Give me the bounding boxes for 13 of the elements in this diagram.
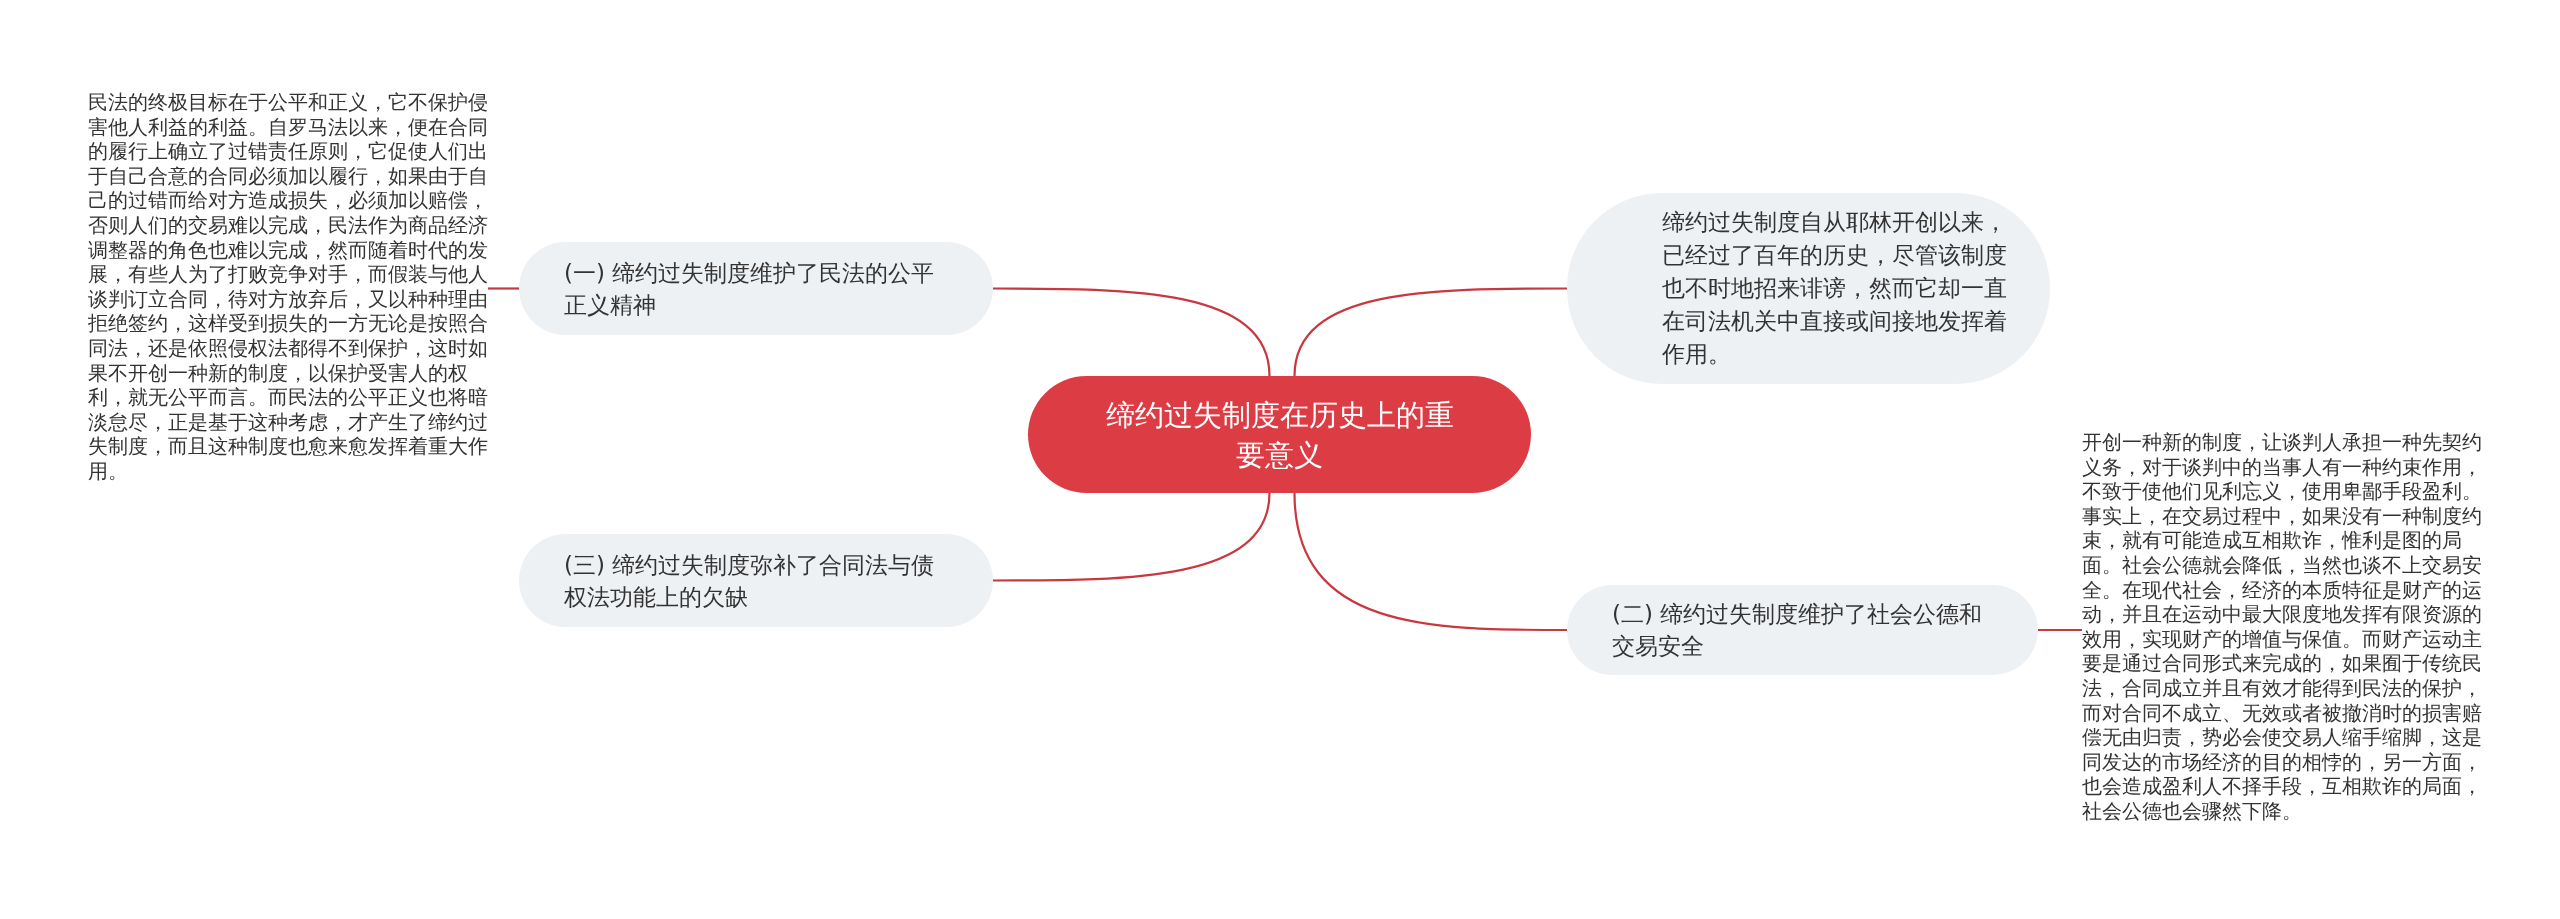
topic-pill: 缔约过失制度自从耶林开创以来，已经过了百年的历史，尽管该制度也不时地招来诽谤，然而它却一直在司法机关中直接或间接地发挥着作用。 (1567, 193, 2050, 384)
connector-line (993, 287, 1271, 377)
connector-line (1293, 492, 1567, 632)
topic-pill: (三) 缔约过失制度弥补了合同法与债权法功能上的欠缺 (519, 534, 993, 627)
central-topic: 缔约过失制度在历史上的重要意义 (1028, 376, 1531, 493)
connector-line (488, 287, 519, 290)
connector-line (993, 492, 1271, 582)
topic-pill: (一) 缔约过失制度维护了民法的公平正义精神 (519, 242, 993, 335)
note-text: 民法的终极目标在于公平和正义，它不保护侵害他人利益的利益。自罗马法以来，便在合同的履行上确立了过错责任原则，它促使人们出于自己合意的合同必须加以履行，如果由于自己的过错而给对方造成损失，必须加以赔偿，否则人们的交易难以完成，民法作为商品经济调整器的角色也难以完成，然而随着时代的发展，有些人为了打败竞争对手，而假装与他人谈判订立合同，待对方放弃后，又以种种理由拒绝签约，这样受到损失的一方无论是按照合同法，还是依照侵权法都得不到保护，这时如果不开创一种新的制度，以保护受害人的权利，就无公平而言。而民法的公平正义也将暗淡怠尽，正是基于这种考虑，才产生了缔约过失制度，而且这种制度也愈来愈发挥着重大作用。 (88, 90, 488, 490)
connector-line (2038, 628, 2082, 632)
connector-line (1293, 287, 1567, 377)
note-text: 开创一种新的制度，让谈判人承担一种先契约义务，对于谈判中的当事人有一种约束作用，不致于使他们见利忘义，使用卑鄙手段盈利。事实上，在交易过程中，如果没有一种制度约束，就有可能造成互相欺诈，惟利是图的局面。社会公德就会降低，当然也谈不上交易安全。在现代社会，经济的本质特征是财产的运动，并且在运动中最大限度地发挥有限资源的效用，实现财产的增值与保值。而财产运动主要是通过合同形式来完成的，如果囿于传统民法，合同成立并且有效才能得到民法的保护，而对合同不成立、无效或者被撤消时的损害赔偿无由归责，势必会使交易人缩手缩脚，这是同发达的市场经济的目的相悖的，另一方面，也会造成盈利人不择手段，互相欺诈的局面，社会公德也会骤然下降。 (2082, 430, 2496, 840)
topic-pill: (二) 缔约过失制度维护了社会公德和交易安全 (1567, 585, 2038, 675)
